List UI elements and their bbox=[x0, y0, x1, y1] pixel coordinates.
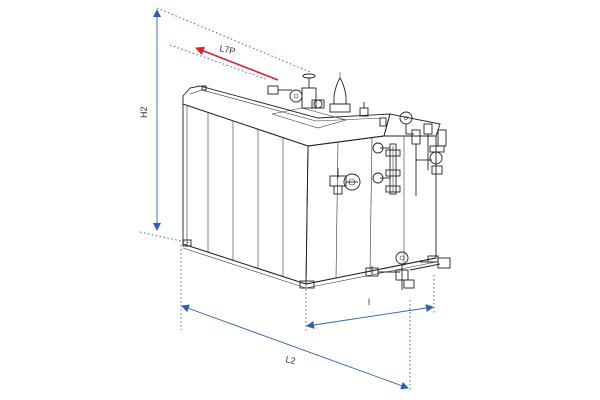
front-fittings bbox=[329, 111, 451, 290]
boiler-top-face bbox=[182, 85, 391, 147]
width-dimension-line bbox=[306, 304, 434, 329]
valve-icon bbox=[267, 73, 325, 109]
pressure-gauge-icon bbox=[399, 111, 414, 135]
dimension-lines bbox=[139, 7, 435, 392]
top-length-label: L7P bbox=[219, 43, 237, 56]
water-level-gauge bbox=[380, 143, 401, 195]
height-label: H2 bbox=[139, 106, 149, 118]
blowdown-valve bbox=[365, 251, 451, 290]
boiler-body bbox=[182, 85, 441, 289]
foot-left bbox=[182, 239, 192, 247]
top-length-line bbox=[169, 44, 269, 81]
foot-front bbox=[299, 280, 315, 289]
control-column bbox=[411, 123, 447, 196]
bottom-extension-line bbox=[139, 231, 191, 244]
safety-valve-icon bbox=[329, 72, 351, 113]
top-fittings bbox=[201, 72, 387, 127]
base-rail bbox=[182, 243, 437, 285]
width-label: l bbox=[368, 297, 370, 307]
boiler-front-face bbox=[305, 135, 437, 285]
side-valve bbox=[329, 168, 361, 195]
length-dimension-line bbox=[181, 304, 409, 390]
length-label: L2 bbox=[285, 354, 297, 366]
boiler-left-face bbox=[182, 103, 309, 285]
red-direction-arrow bbox=[195, 46, 279, 81]
top-access-hatch bbox=[271, 107, 348, 129]
